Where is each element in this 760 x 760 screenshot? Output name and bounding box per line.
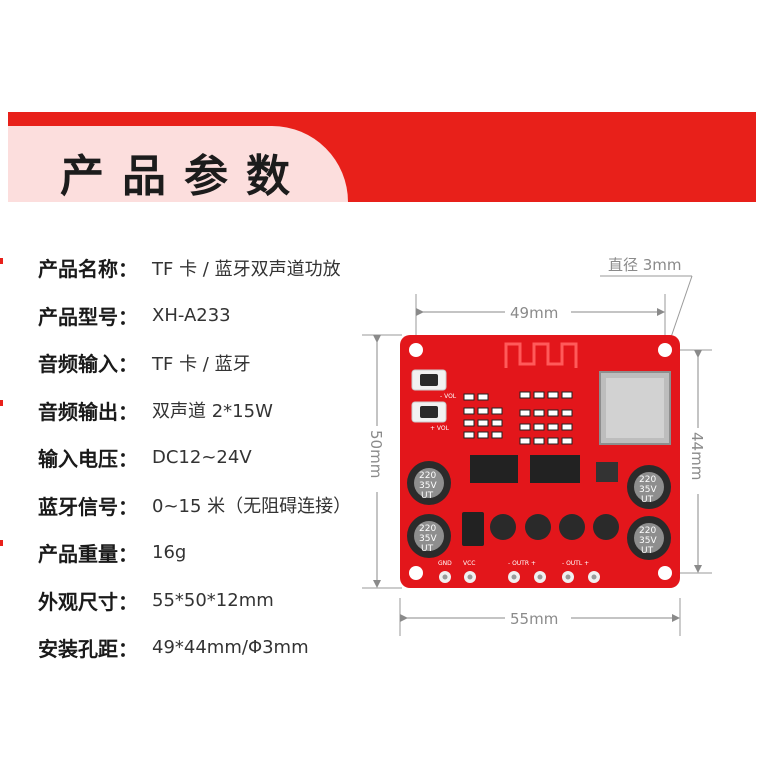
capacitor-text: 35V xyxy=(419,534,437,544)
capacitor-text: UT xyxy=(421,544,434,554)
vcc-label: VCC xyxy=(463,560,475,567)
spec-row: 产品名称： TF 卡 / 蓝牙双声道功放 xyxy=(38,244,351,292)
edge-mark xyxy=(0,540,3,546)
spec-value: 16g xyxy=(152,542,187,564)
edge-mark xyxy=(0,258,3,264)
diode xyxy=(462,512,484,546)
capacitor-text: 35V xyxy=(639,485,657,495)
spec-label: 音频输出： xyxy=(38,399,138,424)
spec-label: 外观尺寸： xyxy=(38,589,138,614)
spec-label: 产品名称： xyxy=(38,257,138,282)
inductor xyxy=(559,514,585,540)
capacitor-text: 220 xyxy=(419,471,436,481)
capacitor-text: UT xyxy=(421,491,434,501)
hole-diameter-label: 直径 3mm xyxy=(608,256,682,274)
small-ic xyxy=(596,462,618,482)
spec-label: 产品重量： xyxy=(38,542,138,567)
capacitor-top xyxy=(414,468,444,498)
spec-value: 0~15 米（无阻碍连接） xyxy=(152,496,352,518)
spec-list: 产品名称： TF 卡 / 蓝牙双声道功放 产品型号： XH-A233 音频输入： TF… xyxy=(38,244,351,672)
spec-label: 蓝牙信号： xyxy=(38,494,138,519)
capacitor-text: 220 xyxy=(639,526,656,536)
mount-hole xyxy=(658,566,672,580)
capacitor-text: UT xyxy=(641,495,654,505)
antenna-trace xyxy=(504,342,578,368)
spec-label: 产品型号： xyxy=(38,304,138,329)
capacitor-text: 35V xyxy=(419,481,437,491)
gnd-label: GND xyxy=(438,560,452,567)
spec-row: 输入电压： DC12~24V xyxy=(38,434,351,482)
capacitor-top xyxy=(634,472,664,502)
capacitor-text: 220 xyxy=(419,524,436,534)
board-width-label: 55mm xyxy=(510,610,558,628)
inductor xyxy=(490,514,516,540)
outl-label: - OUTL + xyxy=(562,560,589,567)
tf-card-slot-inner xyxy=(606,378,664,438)
capacitor-top xyxy=(634,523,664,553)
edge-mark xyxy=(0,400,3,406)
spec-row: 音频输出： 双声道 2*15W xyxy=(38,387,351,435)
spec-value: 49*44mm/Φ3mm xyxy=(152,637,309,659)
outr-label: - OUTR + xyxy=(508,560,536,567)
spec-value: XH-A233 xyxy=(152,304,231,326)
page-title: 产品参数 xyxy=(60,151,308,202)
callout-leader xyxy=(667,275,693,347)
spec-row: 外观尺寸： 55*50*12mm xyxy=(38,577,351,625)
inductor xyxy=(593,514,619,540)
spec-value: TF 卡 / 蓝牙双声道功放 xyxy=(152,258,341,280)
label-bg xyxy=(505,302,571,322)
vol-minus-label: - VOL xyxy=(440,393,457,400)
label-bg xyxy=(367,426,387,492)
mount-hole xyxy=(409,566,423,580)
label-bg xyxy=(688,428,708,494)
mount-hole xyxy=(658,343,672,357)
board-height-label: 50mm xyxy=(367,430,385,478)
spec-row: 蓝牙信号： 0~15 米（无阻碍连接） xyxy=(38,482,351,530)
spec-row: 安装孔距： 49*44mm/Φ3mm xyxy=(38,624,351,672)
button-cap xyxy=(420,406,438,418)
inductor xyxy=(525,514,551,540)
spec-value: DC12~24V xyxy=(152,447,252,469)
spec-label: 安装孔距： xyxy=(38,637,138,662)
spec-label: 输入电压： xyxy=(38,447,138,472)
mount-hole xyxy=(409,343,423,357)
capacitor-text: 35V xyxy=(639,536,657,546)
spec-value: 双声道 2*15W xyxy=(152,401,273,423)
spec-label: 音频输入： xyxy=(38,352,138,377)
capacitor-text: 220 xyxy=(639,475,656,485)
amplifier-ic-left xyxy=(470,455,518,483)
spec-row: 产品重量： 16g xyxy=(38,529,351,577)
vol-plus-label: + VOL xyxy=(430,425,450,432)
spec-value: TF 卡 / 蓝牙 xyxy=(152,353,251,375)
hole-height-label: 44mm xyxy=(688,432,706,480)
header-tab: 产品参数 xyxy=(8,126,348,202)
smd-pads xyxy=(463,391,573,445)
capacitor-top xyxy=(414,521,444,551)
spec-value: 55*50*12mm xyxy=(152,589,274,611)
amplifier-ic-right xyxy=(530,455,580,483)
button-cap xyxy=(420,374,438,386)
capacitor-text: UT xyxy=(641,546,654,556)
label-bg xyxy=(505,608,571,628)
spec-row: 音频输入： TF 卡 / 蓝牙 xyxy=(38,339,351,387)
spec-row: 产品型号： XH-A233 xyxy=(38,292,351,340)
hole-width-label: 49mm xyxy=(510,304,558,322)
terminal-pads xyxy=(439,571,600,583)
